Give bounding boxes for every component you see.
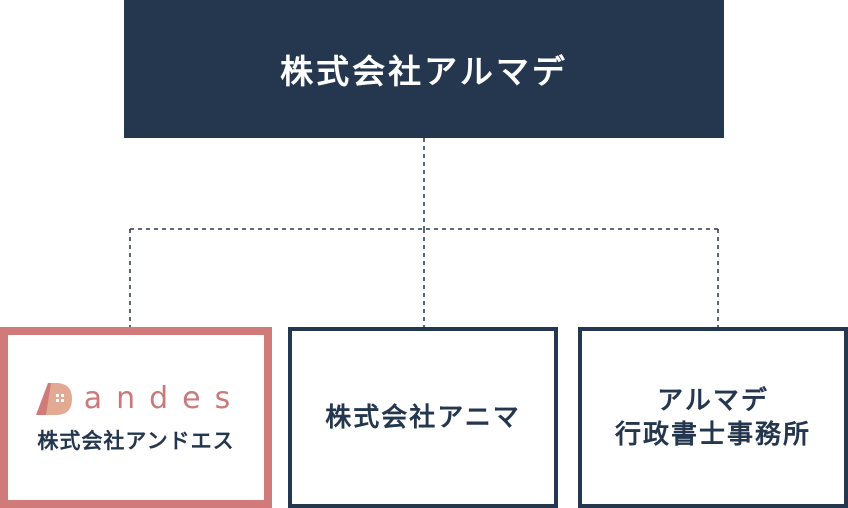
child-company-name-line2: 行政書士事務所 [614, 419, 811, 450]
andes-wordmark: andes [83, 381, 245, 416]
parent-company-box: 株式会社アルマデ [124, 0, 724, 138]
child-company-andes: andes 株式会社アンドエス [0, 327, 272, 508]
child-company-name-line1: アルマデ [657, 385, 769, 416]
child-company-anima: 株式会社アニマ [288, 327, 558, 508]
andes-logo: andes [34, 381, 245, 417]
child-company-name: 株式会社アンドエス [37, 428, 235, 453]
andes-logo-mark-icon [35, 382, 72, 415]
child-company-office: アルマデ 行政書士事務所 [578, 327, 848, 508]
child-company-name: 株式会社アニマ [325, 402, 521, 433]
parent-company-name: 株式会社アルマデ [280, 52, 568, 91]
